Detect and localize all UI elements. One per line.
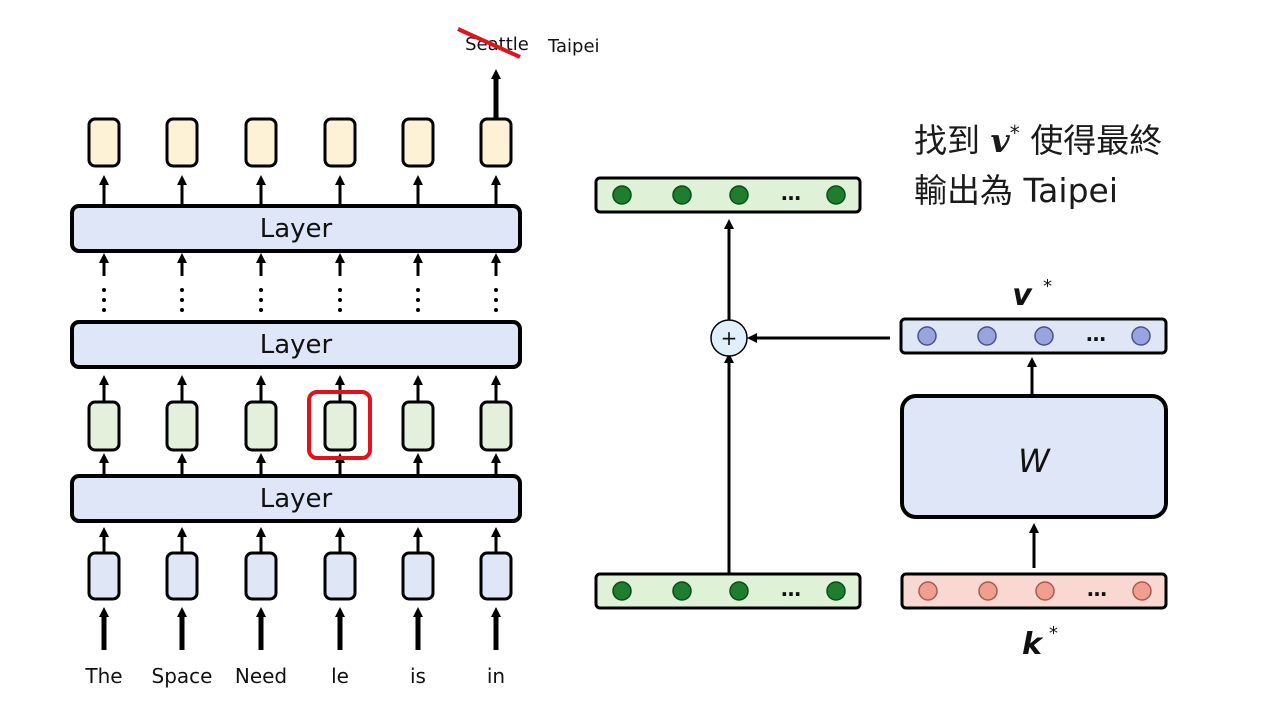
output-box — [323, 117, 357, 168]
layer-label: Layer — [260, 330, 333, 360]
ellipsis-dot — [338, 288, 342, 292]
ellipsis-dot — [102, 298, 106, 302]
token-label: le — [331, 664, 349, 688]
input-embedding-box — [87, 551, 121, 601]
hidden-state-box — [401, 400, 435, 452]
ellipsis-dot — [259, 298, 263, 302]
ellipsis-dot — [494, 308, 498, 312]
v-star-asterisk: * — [1043, 276, 1052, 297]
hidden-state-box — [244, 400, 278, 452]
vector-ellipsis: … — [1087, 577, 1107, 601]
ellipsis-dot — [102, 288, 106, 292]
vector-ellipsis: … — [781, 181, 801, 205]
ellipsis-dot — [416, 298, 420, 302]
v-star-vector-bar — [899, 317, 1168, 355]
highlight-frame — [307, 390, 372, 460]
layer-box — [70, 320, 522, 369]
caption-text: 找到 v* 使得最終 輸出為 Taipei — [914, 108, 1254, 216]
ellipsis-dot — [338, 308, 342, 312]
ellipsis-dot — [259, 308, 263, 312]
vector-dot — [1131, 326, 1151, 346]
output-box — [401, 117, 435, 168]
ellipsis-dot — [416, 288, 420, 292]
hidden-state-box — [87, 400, 121, 452]
w-label: W — [1018, 442, 1051, 480]
ellipsis-dot — [338, 298, 342, 302]
token-label: is — [410, 664, 426, 688]
ellipsis-dot — [259, 288, 263, 292]
k-star-vector-bar — [900, 572, 1168, 610]
vector-dot — [729, 581, 749, 601]
ellipsis-dot — [102, 308, 106, 312]
caption-v-star: * — [1009, 121, 1020, 145]
strike-line — [457, 27, 521, 59]
input-embedding-box — [244, 551, 278, 601]
vector-ellipsis: … — [781, 577, 801, 601]
input-embedding-box — [401, 551, 435, 601]
vector-dot — [917, 326, 937, 346]
caption-line-1: 找到 v* 使得最終 — [914, 108, 1254, 166]
token-label: The — [84, 664, 122, 688]
ellipsis-dot — [180, 298, 184, 302]
vector-dot — [826, 185, 846, 205]
token-label: Need — [235, 664, 287, 688]
layer-label: Layer — [260, 214, 333, 244]
token-label: in — [487, 664, 505, 688]
output-box — [87, 117, 121, 168]
vector-dot — [1035, 581, 1055, 601]
output-vector-bar — [594, 176, 862, 214]
output-box — [479, 117, 513, 168]
caption-post: 使得最終 — [1030, 121, 1163, 160]
vector-dot — [729, 185, 749, 205]
caption-v-symbol: v — [990, 121, 1010, 160]
vector-dot — [826, 581, 846, 601]
output-box — [244, 117, 278, 168]
caption-pre: 找到 — [914, 121, 980, 160]
ellipsis-dot — [180, 308, 184, 312]
ellipsis-dot — [416, 308, 420, 312]
vector-dot — [672, 185, 692, 205]
input-embedding-box — [165, 551, 199, 601]
vector-dot — [1034, 326, 1054, 346]
layer-box — [70, 204, 522, 253]
hidden-state-box — [479, 400, 513, 452]
vector-dot — [918, 581, 938, 601]
plus-sign: + — [721, 326, 738, 350]
hidden-state-box — [165, 400, 199, 452]
edit-mechanism: … … … … + — [594, 176, 1168, 610]
k-star-asterisk: * — [1049, 623, 1058, 644]
vector-dot — [612, 581, 632, 601]
k-star-label: k — [1022, 627, 1044, 662]
layer-label: Layer — [260, 484, 333, 514]
output-new-word: Taipei — [547, 36, 600, 57]
ellipsis-dot — [494, 298, 498, 302]
input-vector-bar — [594, 572, 862, 610]
caption-line-2: 輸出為 Taipei — [914, 171, 1118, 210]
token-label: Space — [152, 664, 213, 688]
input-embedding-box — [323, 551, 357, 601]
ellipsis-dot — [180, 288, 184, 292]
hidden-state-box — [323, 400, 357, 452]
vector-dot — [977, 326, 997, 346]
layer-box — [70, 474, 522, 523]
v-star-label: v — [1012, 278, 1033, 313]
vector-dot — [978, 581, 998, 601]
vector-dot — [612, 185, 632, 205]
w-matrix-box — [900, 394, 1168, 519]
vector-dot — [1132, 581, 1152, 601]
vector-dot — [672, 581, 692, 601]
ellipsis-dot — [494, 288, 498, 292]
vector-ellipsis: … — [1086, 322, 1106, 346]
output-box — [165, 117, 199, 168]
input-embedding-box — [479, 551, 513, 601]
